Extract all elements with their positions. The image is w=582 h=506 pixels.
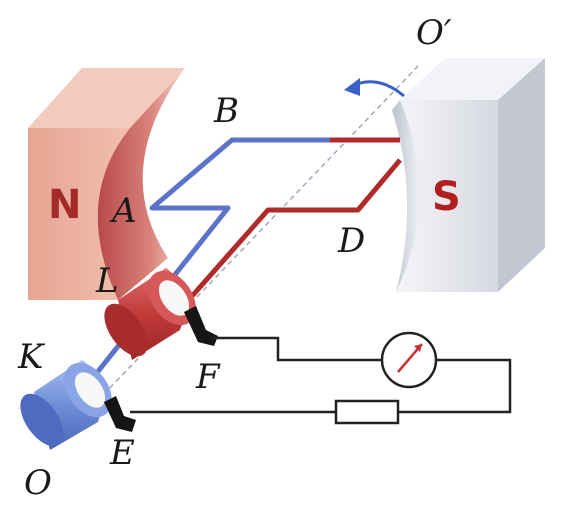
label-o-prime: O′ [416, 13, 452, 53]
south-magnet-top [400, 58, 545, 100]
coil [86, 137, 402, 386]
south-pole-label: S [432, 174, 461, 220]
slip-ring-blue [20, 360, 112, 450]
slip-ring-blue-back [20, 393, 64, 447]
slip-ring-red [104, 268, 196, 360]
slip-ring-blue-hole [74, 372, 106, 408]
label-k: K [17, 337, 46, 377]
north-magnet-inner-face [97, 68, 185, 300]
external-circuit [130, 331, 512, 425]
rotation-arrow [344, 78, 405, 98]
brush-f [184, 306, 218, 346]
slip-ring-red-hole [158, 280, 190, 316]
rotation-arrow-head [344, 78, 360, 96]
label-a: A [109, 191, 137, 231]
slip-ring-red-back [104, 303, 148, 357]
coil-wire-blue [86, 137, 400, 386]
south-magnet-side [498, 58, 545, 292]
label-b: B [213, 91, 239, 131]
label-o: O [24, 463, 52, 503]
brush-e [104, 396, 136, 432]
south-magnet-front [396, 100, 498, 292]
ammeter-needle-head [414, 344, 422, 352]
north-pole-label: N [48, 182, 81, 228]
coil-wire-red [176, 158, 402, 314]
rotation-axis [59, 63, 421, 441]
circuit-wire-upper-left [210, 336, 382, 362]
label-e: E [109, 433, 135, 473]
south-magnet: S [392, 58, 545, 292]
resistor [334, 399, 400, 425]
label-f: F [195, 357, 221, 397]
south-magnet-inner-face [392, 100, 420, 292]
label-d: D [337, 221, 365, 261]
label-l: L [95, 261, 119, 301]
north-magnet: N [28, 68, 185, 300]
circuit-wire-right [398, 358, 512, 414]
north-magnet-top [28, 68, 185, 128]
north-magnet-front [28, 128, 130, 300]
